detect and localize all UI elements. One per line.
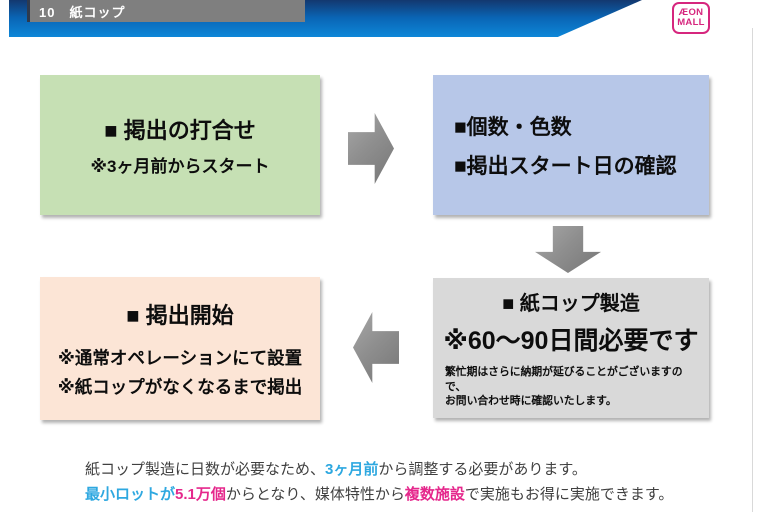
logo-text-line2: MALL <box>677 17 705 28</box>
page-header: 10 紙コップ <box>27 0 305 22</box>
flow-box-start-note1: ※通常オペレーションにて設置 <box>57 348 303 368</box>
flow-box-start: ■ 掲出開始 ※通常オペレーションにて設置 ※紙コップがなくなるまで掲出 <box>40 277 320 420</box>
footer-highlight-quantity: 5.1万個 <box>175 486 226 503</box>
flow-box-meeting-note: ※3ヶ月前からスタート <box>90 157 270 176</box>
footer-highlight-3months: 3ヶ月前 <box>325 461 379 478</box>
flow-box-manufacture: ■ 紙コップ製造 ※60～90日間必要です 繁忙期はさらに納期が延びることがござ… <box>433 278 709 418</box>
arrow-right-icon <box>348 113 394 184</box>
flow-box-meeting-title: ■ 掲出の打合せ <box>104 118 256 143</box>
flow-box-start-note2: ※紙コップがなくなるまで掲出 <box>57 376 303 397</box>
flow-box-manufacture-note1: 繁忙期はさらに納期が延びることがございますので、 <box>445 366 683 393</box>
flow-box-meeting: ■ 掲出の打合せ ※3ヶ月前からスタート <box>40 75 320 215</box>
footer-text: 紙コップ製造に日数が必要なため、 <box>85 461 326 478</box>
arrow-left-icon <box>353 312 399 383</box>
footer-note-line1: 紙コップ製造に日数が必要なため、3ヶ月前から調整する必要があります。 <box>85 457 725 482</box>
flow-box-confirm-line1: ■個数・色数 <box>454 115 572 139</box>
page-title: 10 紙コップ <box>39 4 126 20</box>
footer-note-line2: 最小ロットが5.1万個からとなり、媒体特性から複数施設で実施もお得に実施できます… <box>85 482 725 507</box>
logo-text-line1: ÆON <box>678 7 704 19</box>
flow-box-manufacture-subtitle: ※60～90日間必要です <box>443 327 699 356</box>
flow-box-manufacture-notes: 繁忙期はさらに納期が延びることがございますので、 お問い合わせ時に確認いたします… <box>433 362 709 409</box>
footer-text: で実施もお得に実施できます。 <box>464 486 674 503</box>
footer-highlight-multi-facility: 複数施設 <box>404 486 465 503</box>
footer-text: から調整する必要があります。 <box>378 461 587 478</box>
flow-box-manufacture-title: ■ 紙コップ製造 <box>502 293 640 316</box>
footer-notes: 紙コップ製造に日数が必要なため、3ヶ月前から調整する必要があります。 最小ロット… <box>85 457 725 507</box>
slide-right-border <box>752 28 753 512</box>
flow-box-manufacture-note2: お問い合わせ時に確認いたします。 <box>445 395 617 408</box>
flow-box-start-title: ■ 掲出開始 <box>126 303 234 328</box>
flow-box-confirm-line2: ■掲出スタート日の確認 <box>454 154 677 178</box>
footer-highlight-min-lot: 最小ロットが <box>85 486 176 503</box>
aeon-mall-logo: ÆON MALL <box>672 2 710 34</box>
flow-box-count-confirm: ■個数・色数 ■掲出スタート日の確認 <box>433 75 709 215</box>
arrow-down-icon <box>535 226 601 273</box>
footer-text: からとなり、媒体特性から <box>225 486 405 503</box>
